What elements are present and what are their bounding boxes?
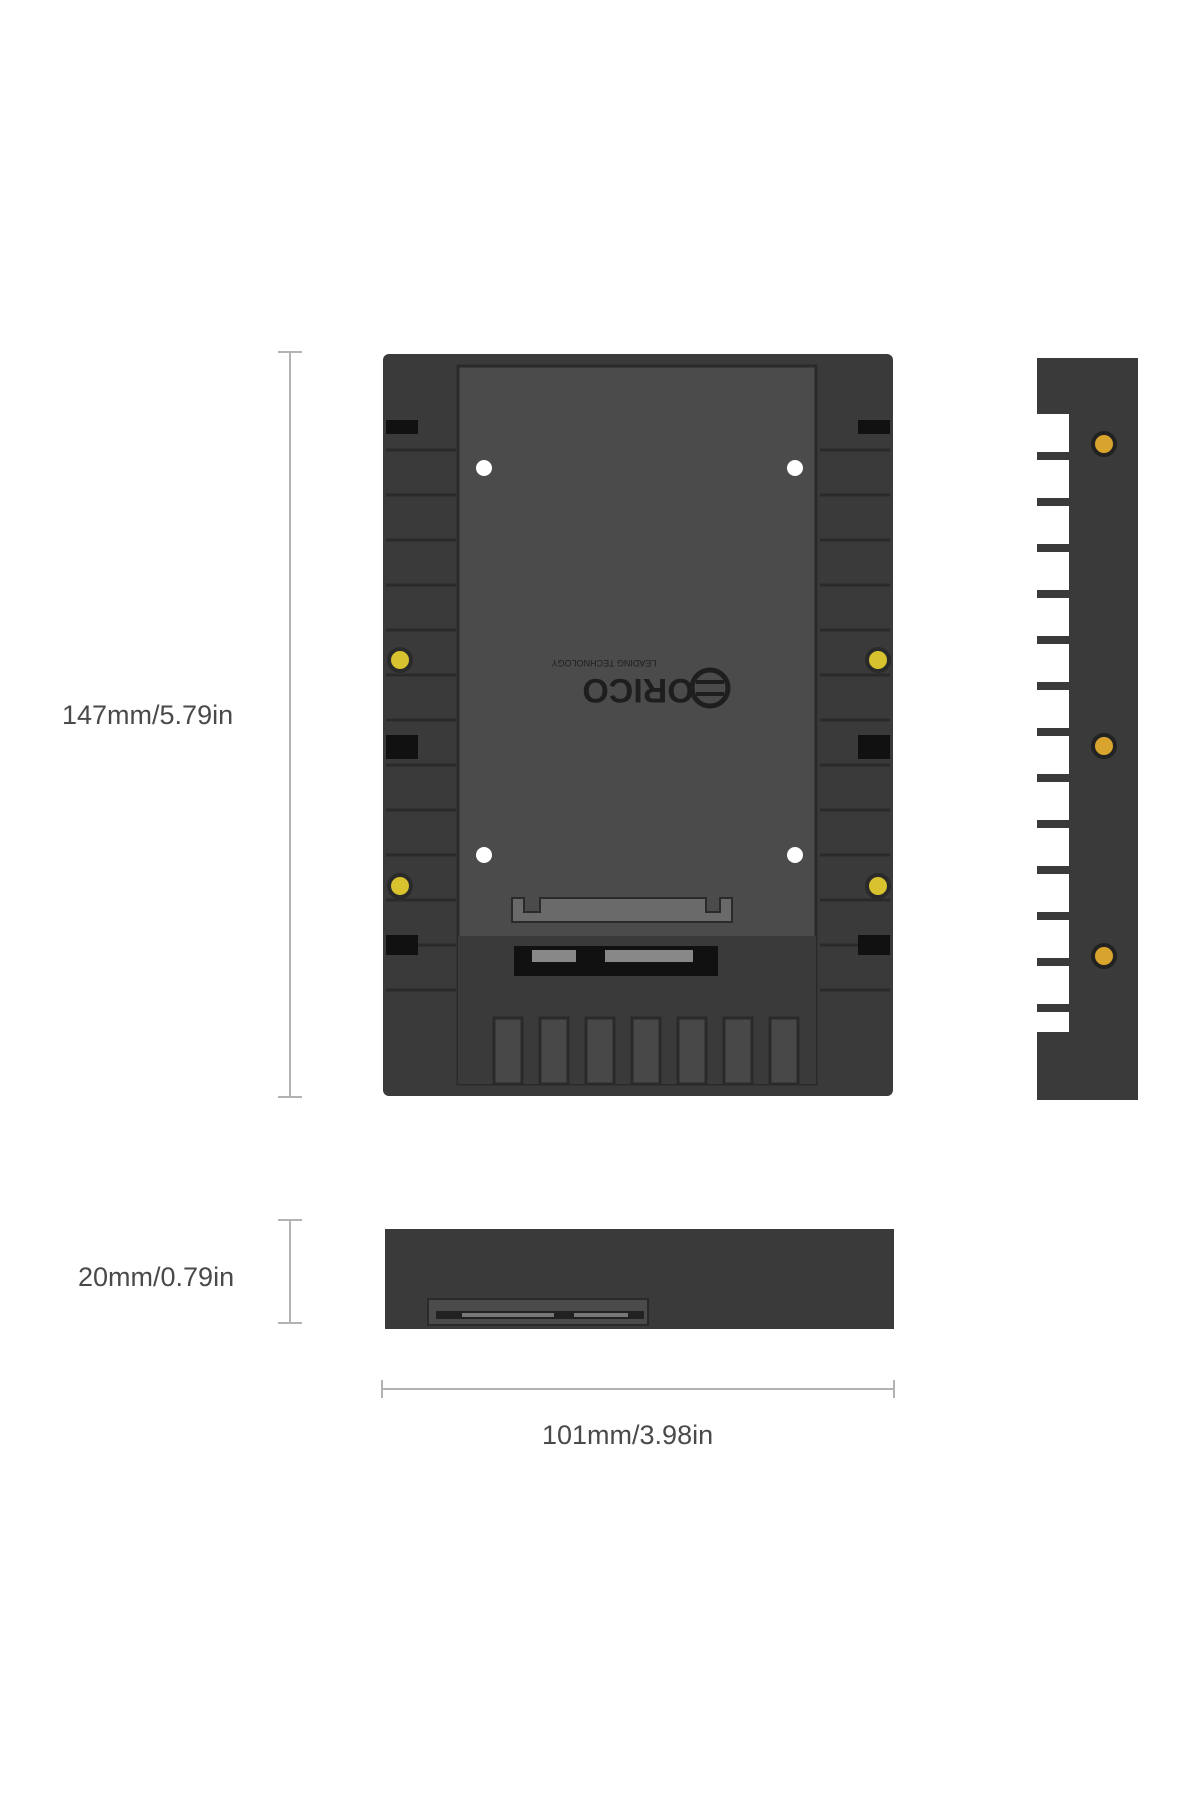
caddy-front-view: [385, 1229, 894, 1329]
width-dimension-line: [381, 1380, 895, 1398]
caddy-top-view: ORICO LEADING TECHNOLOGY: [383, 354, 893, 1096]
mounting-hole-icon: [476, 460, 803, 863]
thickness-dimension-line: [278, 1219, 302, 1324]
screw-hole-icon: [387, 647, 891, 899]
height-dimension-label: 147mm/5.79in: [62, 700, 234, 730]
side-screw-hole-icon: [1091, 431, 1117, 969]
height-dimension-line: [278, 351, 302, 1098]
caddy-side-view: [1037, 358, 1138, 1100]
brand-logo-text: ORICO: [582, 671, 693, 709]
orico-logo-icon: [689, 667, 731, 709]
brand-tagline-text: LEADING TECHNOLOGY: [552, 658, 657, 668]
width-dimension-label: 101mm/3.98in: [542, 1420, 714, 1450]
thickness-dimension-label: 20mm/0.79in: [78, 1262, 235, 1292]
sata-connector-icon: [511, 897, 733, 976]
